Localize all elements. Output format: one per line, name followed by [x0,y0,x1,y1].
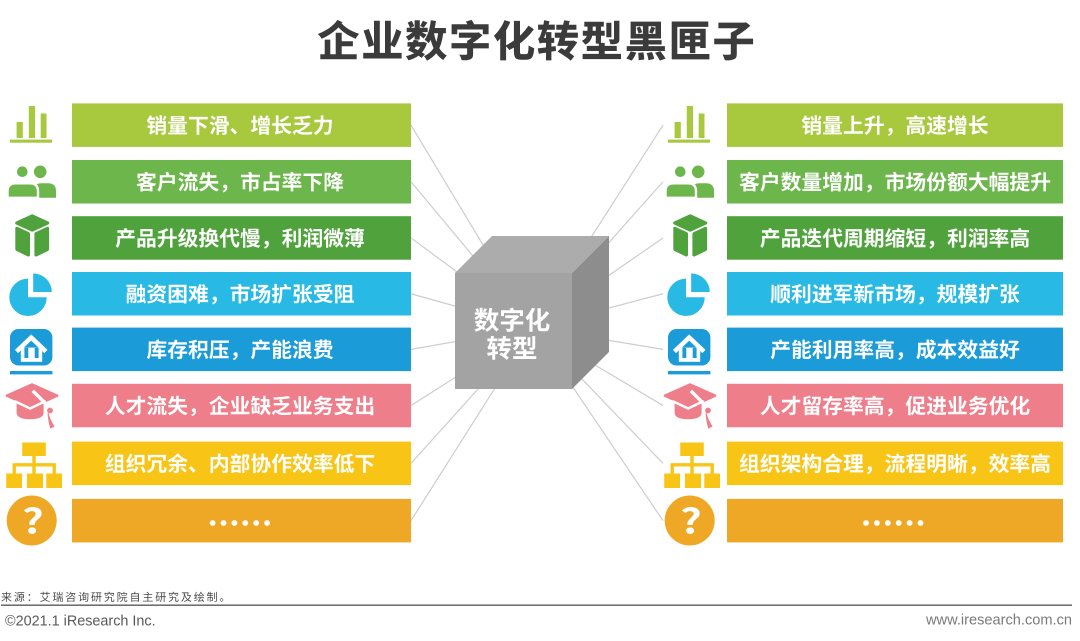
svg-text:www.iresearch.com.cn: www.iresearch.com.cn [925,613,1072,629]
svg-text:©2021.1 iResearch Inc.: ©2021.1 iResearch Inc. [5,614,156,630]
